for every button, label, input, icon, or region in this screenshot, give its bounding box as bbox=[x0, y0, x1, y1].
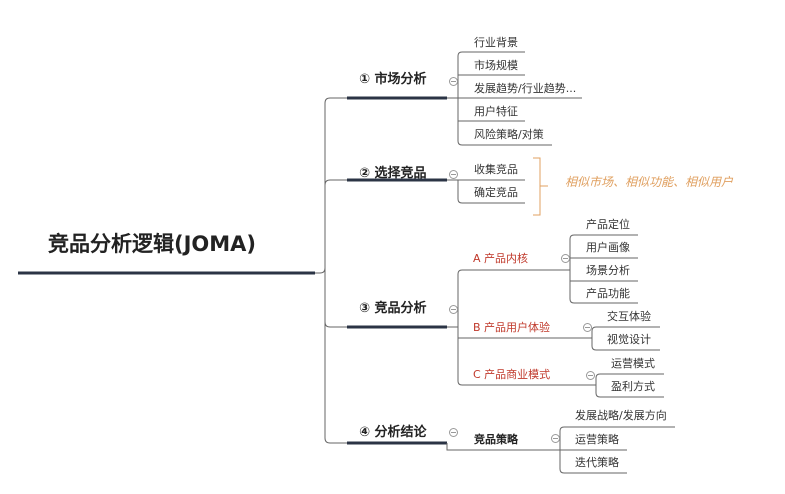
subtopic-b[interactable]: B 产品用户体验 bbox=[473, 321, 551, 334]
topic[interactable]: 场景分析 bbox=[586, 264, 630, 277]
topic[interactable]: 行业背景 bbox=[474, 36, 518, 49]
topic[interactable]: 发展战略/发展方向 bbox=[575, 409, 667, 422]
subtopic-strategy[interactable]: 竞品策略 bbox=[474, 433, 518, 446]
topic[interactable]: 市场规模 bbox=[474, 59, 518, 72]
note-callout[interactable]: 相似市场、相似功能、相似用户 bbox=[565, 175, 734, 189]
branch-select-competitors[interactable]: ② 选择竞品 bbox=[359, 166, 427, 181]
root-topic[interactable]: 竞品分析逻辑(JOMA) bbox=[48, 232, 257, 256]
collapse-icon[interactable] bbox=[449, 77, 458, 86]
subtopic-c[interactable]: C 产品商业模式 bbox=[473, 368, 551, 381]
collapse-icon[interactable] bbox=[551, 434, 560, 443]
topic[interactable]: 产品功能 bbox=[586, 287, 630, 300]
branch-market-analysis[interactable]: ① 市场分析 bbox=[359, 72, 427, 87]
topic[interactable]: 运营策略 bbox=[575, 433, 619, 446]
topic[interactable]: 风险策略/对策 bbox=[474, 128, 544, 141]
topic[interactable]: 视觉设计 bbox=[607, 333, 651, 346]
topic[interactable]: 运营模式 bbox=[611, 357, 655, 370]
topic[interactable]: 收集竞品 bbox=[474, 163, 518, 176]
topic[interactable]: 确定竞品 bbox=[474, 186, 518, 199]
topic[interactable]: 产品定位 bbox=[586, 218, 630, 231]
collapse-icon[interactable] bbox=[583, 323, 592, 332]
branch-conclusion[interactable]: ④ 分析结论 bbox=[359, 425, 427, 440]
subtopic-a[interactable]: A 产品内核 bbox=[473, 252, 529, 265]
branch-competitor-analysis[interactable]: ③ 竞品分析 bbox=[359, 301, 427, 316]
topic[interactable]: 交互体验 bbox=[607, 310, 651, 323]
collapse-icon[interactable] bbox=[449, 428, 458, 437]
collapse-icon[interactable] bbox=[586, 371, 595, 380]
topic[interactable]: 发展趋势/行业趋势... bbox=[474, 82, 577, 95]
topic[interactable]: 盈利方式 bbox=[611, 380, 655, 393]
collapse-icon[interactable] bbox=[561, 254, 570, 263]
topic[interactable]: 用户画像 bbox=[586, 241, 630, 254]
topic[interactable]: 迭代策略 bbox=[575, 456, 619, 469]
topic[interactable]: 用户特征 bbox=[474, 105, 518, 118]
collapse-icon[interactable] bbox=[449, 305, 458, 314]
collapse-icon[interactable] bbox=[449, 170, 458, 179]
